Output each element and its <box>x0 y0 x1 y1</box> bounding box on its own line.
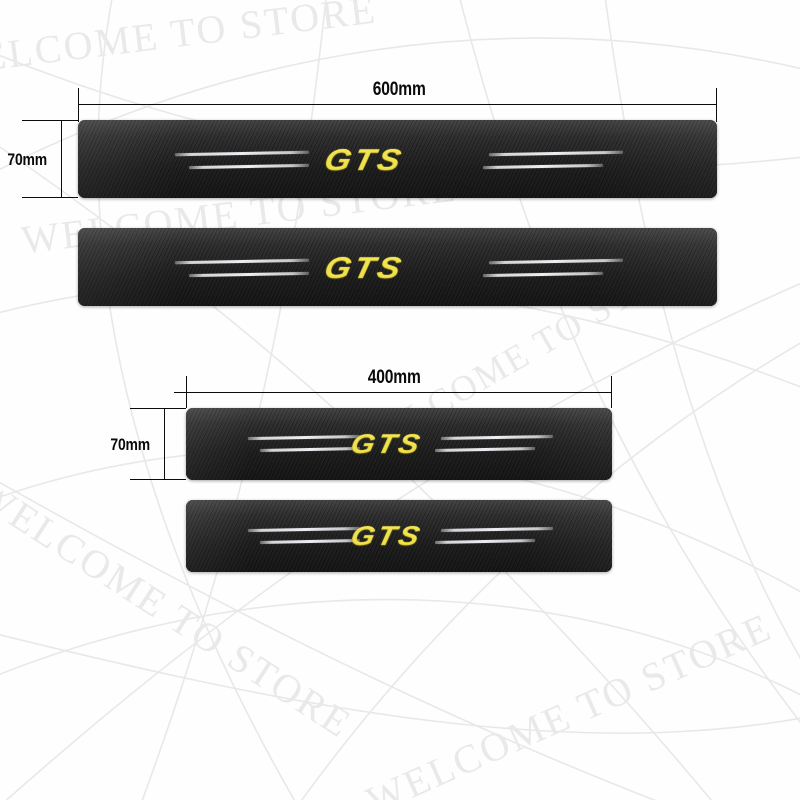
stripe <box>174 258 310 264</box>
watermark-text: WELCOME TO STORE <box>0 0 380 85</box>
stripe <box>188 271 310 277</box>
stripe <box>259 539 361 544</box>
stripe <box>488 150 624 156</box>
stripe <box>482 271 604 277</box>
dim-label-600mm: 600mm <box>372 79 426 100</box>
gts-logo-600-2: GTS <box>321 252 407 285</box>
stripe <box>488 258 624 264</box>
dim-line-70-height-a <box>61 120 62 198</box>
stripe-group-left-600-1 <box>174 150 315 174</box>
stripe <box>174 150 310 156</box>
dim-line-400-width <box>174 392 612 393</box>
dim-line-70-height-b <box>164 408 165 480</box>
dim-tick-70-top-a <box>22 120 78 121</box>
stripe <box>247 526 361 532</box>
gts-logo-400-2: GTS <box>347 521 426 551</box>
stripe <box>434 447 536 452</box>
stripe <box>247 434 361 440</box>
dim-label-70mm-b: 70mm <box>110 435 150 454</box>
stripe-group-right-400-2 <box>434 526 555 548</box>
stripe <box>434 539 536 544</box>
stripe-group-right-600-2 <box>482 258 624 282</box>
stripe <box>440 526 554 532</box>
stripe-group-left-600-2 <box>174 258 315 282</box>
stripe <box>188 163 310 169</box>
watermark-text: WELCOME TO STORE <box>359 603 779 800</box>
stripe <box>440 434 554 440</box>
dim-tick-600-right <box>716 88 717 122</box>
gts-logo-400-1: GTS <box>347 429 426 459</box>
stripe <box>482 163 604 169</box>
stripe-group-right-400-1 <box>434 434 555 456</box>
dim-tick-70-bottom-a <box>22 197 78 198</box>
gts-logo-600-1: GTS <box>321 144 407 177</box>
stripe-group-right-600-1 <box>482 150 624 174</box>
dim-line-600-width <box>78 104 717 105</box>
dim-tick-70-top-b <box>130 408 186 409</box>
dim-label-400mm: 400mm <box>367 367 421 388</box>
stripe <box>259 447 361 452</box>
dim-tick-600-left <box>78 88 79 122</box>
dim-tick-70-bottom-b <box>130 479 186 480</box>
dim-label-70mm-a: 70mm <box>7 150 47 169</box>
